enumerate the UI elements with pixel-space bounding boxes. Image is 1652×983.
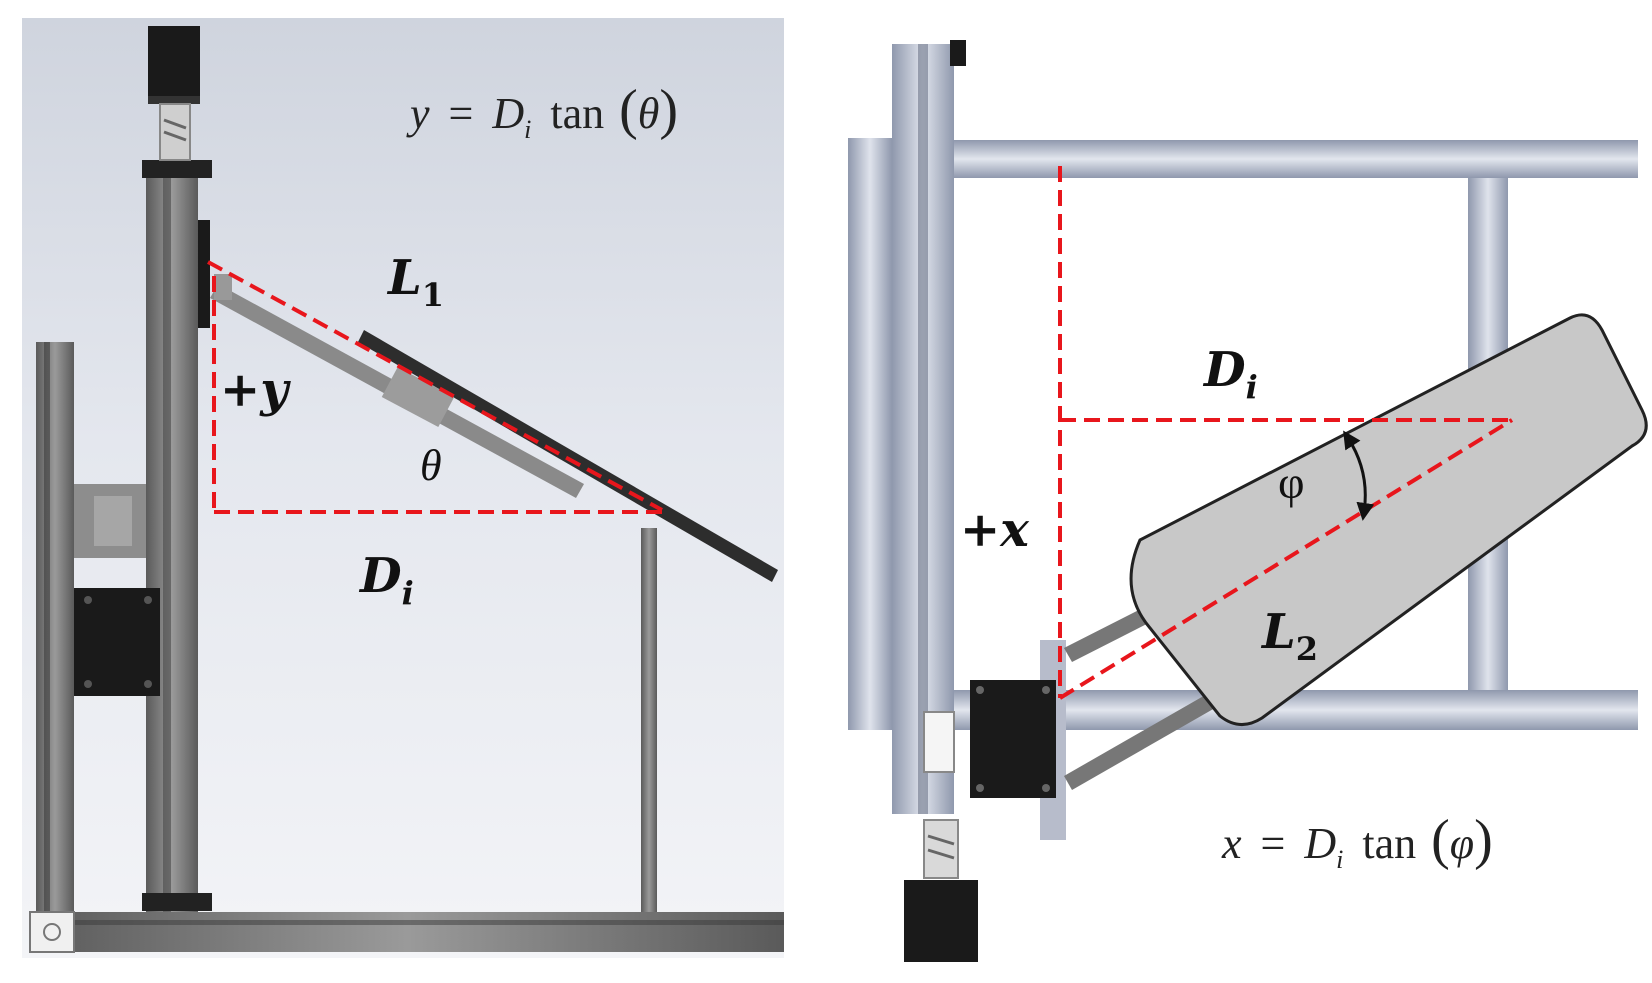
left-rail-outer bbox=[848, 138, 892, 730]
vertical-column bbox=[146, 172, 198, 912]
coupler-bottom bbox=[923, 819, 959, 879]
extrusion-end-profile bbox=[29, 911, 75, 953]
carriage-plate bbox=[198, 220, 210, 328]
label-di-right: Di bbox=[1202, 342, 1258, 406]
left-side-post bbox=[36, 342, 74, 912]
lever-bar bbox=[358, 330, 778, 582]
equation-left: y = Di tan (θ) bbox=[406, 79, 678, 148]
equation-right: x = Di tan (φ) bbox=[1221, 809, 1493, 878]
stepper-motor-top bbox=[148, 26, 200, 102]
label-di-left: Di bbox=[358, 548, 414, 612]
base-rail bbox=[30, 912, 784, 952]
left-panel bbox=[22, 18, 784, 958]
stepper-motor-bottom bbox=[904, 880, 978, 962]
label-plus-y: +y bbox=[220, 362, 291, 418]
paddle-body bbox=[1129, 313, 1648, 726]
phi-angle-arrow bbox=[1343, 430, 1375, 521]
support-post bbox=[641, 528, 657, 912]
paddle-rod-bottom bbox=[1064, 690, 1222, 790]
carriage-block bbox=[970, 680, 1056, 798]
label-theta: θ bbox=[420, 441, 442, 490]
slider-block bbox=[381, 366, 455, 428]
frame-bar-top bbox=[848, 140, 1638, 178]
label-plus-x: +x bbox=[960, 502, 1030, 558]
label-l2: L2 bbox=[1260, 604, 1318, 668]
label-phi: φ bbox=[1278, 457, 1305, 508]
dashed-construction-lines bbox=[207, 166, 1514, 700]
side-bracket-plate bbox=[74, 588, 160, 696]
label-l1: L1 bbox=[386, 250, 444, 314]
right-panel bbox=[848, 40, 1648, 962]
